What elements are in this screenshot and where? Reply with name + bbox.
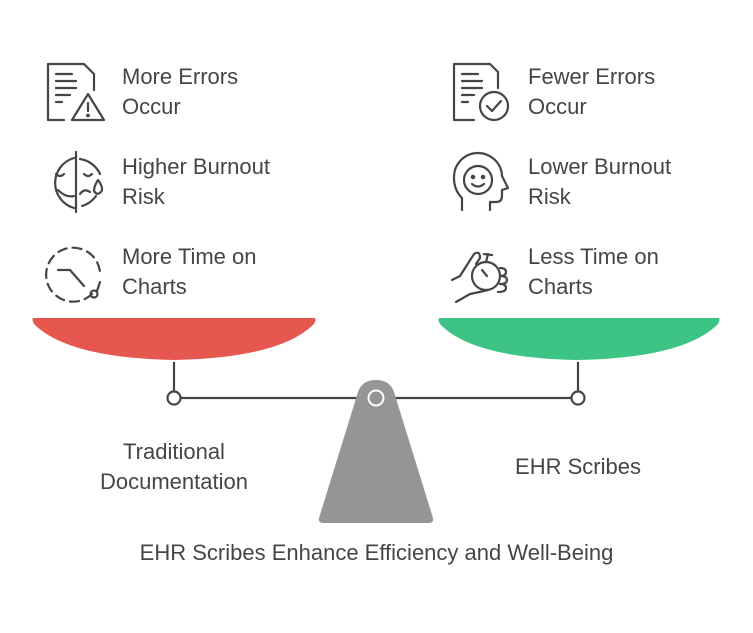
left-item-label: Higher Burnout Risk — [122, 154, 270, 209]
document-check-icon — [452, 62, 510, 122]
fulcrum-pivot — [367, 389, 385, 407]
right-item-errors: Fewer Errors Occur — [450, 60, 728, 124]
left-item-label: More Errors Occur — [122, 64, 239, 119]
document-warning-icon — [46, 62, 106, 122]
right-item-burnout: Lower Burnout Risk — [450, 150, 728, 214]
left-side-label: Traditional Documentation — [100, 439, 248, 494]
left-pivot — [166, 390, 182, 406]
right-item-label: Fewer Errors Occur — [528, 64, 656, 119]
right-item-label: Less Time on Charts — [528, 244, 659, 299]
sad-face-icon — [54, 150, 104, 214]
left-item-time: More Time on Charts — [44, 240, 322, 304]
right-item-label: Lower Burnout Risk — [528, 154, 672, 209]
left-pan — [32, 318, 316, 360]
hand-stopwatch-icon — [450, 251, 509, 304]
right-side-label: EHR Scribes — [515, 454, 641, 479]
diagram-title: EHR Scribes Enhance Efficiency and Well-… — [139, 540, 614, 565]
dashed-clock-icon — [45, 246, 102, 303]
happy-head-icon — [452, 151, 510, 212]
right-pivot — [570, 390, 586, 406]
right-item-time: Less Time on Charts — [450, 240, 728, 304]
left-item-burnout: Higher Burnout Risk — [44, 150, 322, 214]
left-item-label: More Time on Charts — [122, 244, 257, 299]
left-item-errors: More Errors Occur — [44, 60, 322, 124]
right-pan — [438, 318, 720, 360]
fulcrum — [318, 380, 434, 523]
